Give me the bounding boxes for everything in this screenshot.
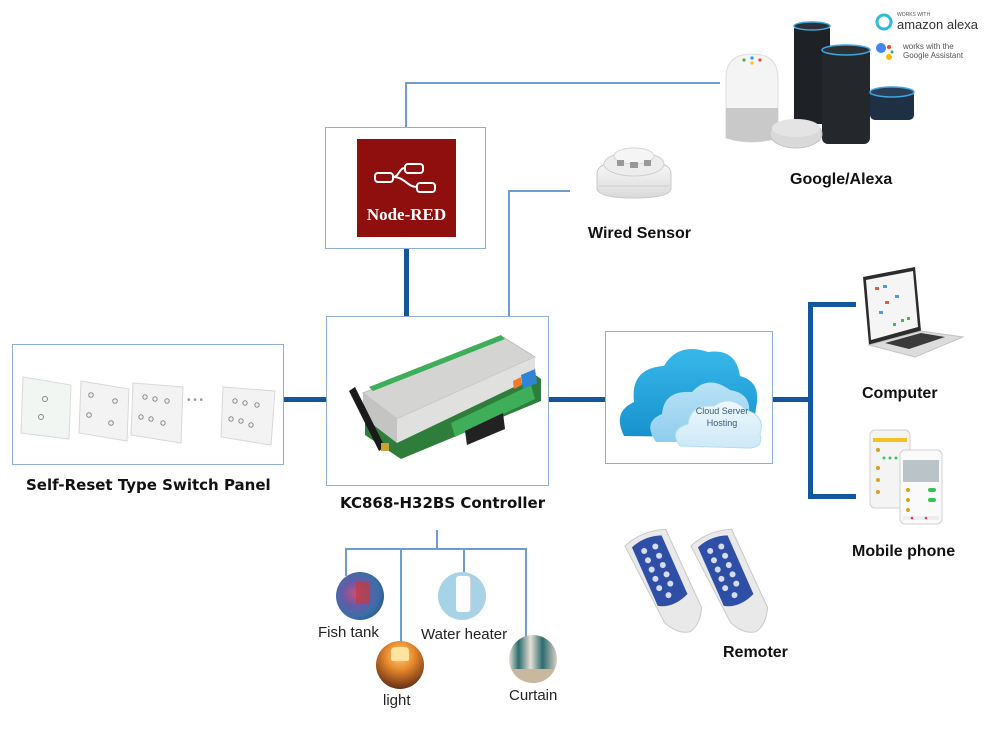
mobile-label: Mobile phone (852, 543, 956, 560)
smart-speakers-icon (725, 21, 915, 149)
switch-panel-label: Self-Reset Type Switch Panel (26, 476, 271, 494)
connector-computer (808, 302, 856, 307)
remoter-label: Remoter (723, 644, 788, 661)
light-label: light (383, 692, 411, 709)
fish-tank-device[interactable] (336, 572, 384, 620)
cloud-label-line1: Cloud Server (695, 406, 749, 416)
wired-sensor-label: Wired Sensor (588, 225, 691, 242)
controller-label: KC868-H32BS Controller (340, 494, 546, 512)
alexa-badge-small: WORKS WITH (897, 12, 931, 18)
laptop-icon (863, 267, 965, 358)
connector-waterheater (463, 548, 465, 572)
wired-sensor-device[interactable] (593, 136, 675, 206)
switch-panels-icon[interactable] (13, 345, 283, 463)
computer-device[interactable] (855, 265, 965, 363)
connector-loads-bus (345, 548, 527, 550)
node-red-label: Node-RED (366, 205, 447, 224)
connector-curtain (525, 548, 527, 638)
remote-control-icon (624, 528, 769, 633)
connector-mobile (808, 494, 856, 499)
cloud-server-icon[interactable] (612, 338, 768, 458)
curtain-label: Curtain (509, 687, 558, 704)
google-alexa-label: Google/Alexa (790, 171, 893, 188)
mobile-device[interactable] (868, 428, 948, 528)
node-red-logo[interactable]: Node-RED (357, 139, 456, 237)
node-red-box: Node-RED (325, 127, 486, 249)
cloud-label-line2: Hosting (706, 418, 738, 428)
curtain-icon (509, 669, 557, 683)
computer-label: Computer (862, 385, 938, 402)
light-device[interactable] (376, 641, 424, 689)
switch-panel-box: • • • (12, 344, 284, 465)
alexa-logo-icon (875, 13, 893, 31)
connector-nodered-controller (404, 248, 409, 316)
smoke-sensor-icon (596, 147, 672, 199)
connector-nodered-alexa-v (405, 82, 407, 127)
water-heater-icon (456, 576, 470, 612)
water-heater-label: Water heater (421, 626, 508, 643)
connector-controller-cloud (549, 397, 605, 402)
connector-sensor-v (508, 190, 510, 316)
fish-tank-icon (356, 582, 370, 604)
google-assistant-logo-icon (876, 43, 894, 60)
controller-board-icon[interactable] (335, 331, 545, 479)
fish-tank-label: Fish tank (318, 624, 379, 641)
controller-box (326, 316, 549, 486)
connector-fishtank (345, 548, 347, 576)
curtain-device[interactable] (509, 635, 557, 683)
lamp-icon (391, 647, 409, 661)
water-heater-device[interactable] (438, 572, 486, 620)
switch-panel-ellipsis: • • • (187, 395, 204, 406)
connector-sensor-h (508, 190, 570, 192)
connector-nodered-alexa-h (405, 82, 720, 84)
smart-speakers-group[interactable] (722, 20, 922, 155)
google-assistant-badge: works with the Google Assistant (875, 40, 995, 64)
connector-light (400, 548, 402, 643)
remoter-device[interactable] (624, 524, 794, 644)
mobile-phone-icon (869, 429, 943, 525)
google-badge-line2: Google Assistant (903, 51, 964, 60)
connector-loads-trunk (436, 530, 438, 548)
alexa-badge: WORKS WITH amazon alexa (875, 12, 995, 34)
google-badge-line1: works with the (903, 42, 954, 51)
connector-cloud-devices (773, 397, 811, 402)
alexa-badge-text: amazon alexa (897, 17, 978, 32)
connector-devices-trunk (808, 302, 813, 499)
node-red-flow-icon (374, 163, 436, 193)
cloud-box: Cloud Server Hosting (605, 331, 773, 464)
connector-panel-controller (284, 397, 326, 402)
